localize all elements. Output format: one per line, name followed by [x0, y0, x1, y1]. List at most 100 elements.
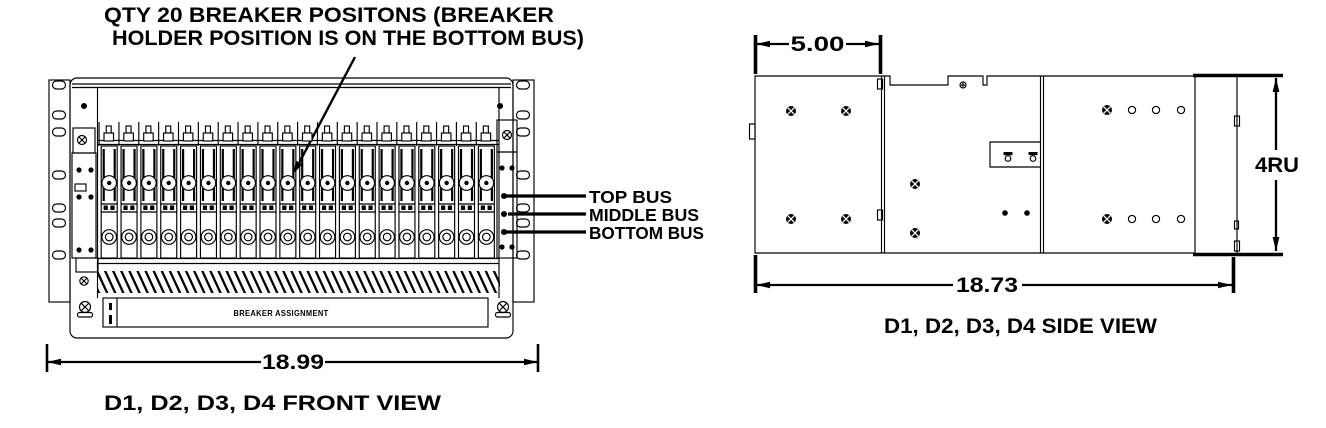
ear-slot: [515, 80, 531, 90]
vent-slat: [298, 271, 311, 293]
height-value: 4RU: [1255, 153, 1299, 177]
note-leader-line: [296, 56, 357, 166]
phillips-screw: [1102, 214, 1112, 224]
breaker-unit: [416, 122, 436, 259]
dim-arrow-right-icon: [524, 358, 538, 366]
vent-slat: [354, 271, 368, 293]
breaker-unit: [197, 122, 218, 259]
vent-slat: [395, 271, 409, 293]
vent-slat: [435, 271, 449, 293]
vent-slat: [144, 271, 158, 293]
breaker-unit: [356, 122, 376, 259]
front-width-dimension: 18.99: [45, 344, 540, 374]
vent-slat: [98, 271, 109, 293]
label-strip-text: BREAKER ASSIGNMENT: [234, 308, 329, 318]
vent-slat: [484, 271, 498, 293]
phillips-screw: [910, 228, 920, 238]
vent-slat: [411, 271, 425, 293]
ear-slot: [51, 127, 67, 137]
vent-slat: [176, 271, 190, 293]
vent-hole: [1127, 214, 1137, 224]
breaker-unit: [118, 122, 138, 259]
breaker-unit: [475, 122, 495, 259]
breaker-unit: [138, 122, 158, 259]
vent-slat: [330, 271, 344, 293]
ear-slot: [51, 250, 67, 260]
faceplate-screw: [497, 103, 503, 109]
side-hole-rows: [1127, 105, 1186, 224]
vent-slat: [322, 271, 336, 293]
front-width-value: 18.99: [262, 350, 324, 374]
ear-slot: [51, 203, 67, 213]
vent-slat: [128, 271, 141, 293]
vent-slat: [111, 271, 125, 293]
vent-hole: [1151, 105, 1161, 115]
breaker-unit: [158, 122, 178, 259]
phillips-screw: [841, 214, 851, 224]
phillips-screw: [1102, 105, 1112, 115]
breaker-unit: [217, 122, 237, 259]
height-dimension: 4RU: [1193, 73, 1299, 257]
vent-hole: [1176, 214, 1186, 224]
phillips-screw: [841, 106, 851, 116]
left-end-module: [71, 127, 99, 286]
side-view-caption: D1, D2, D3, D4 SIDE VIEW: [884, 314, 1158, 338]
vent-hatch: [98, 271, 500, 293]
vent-slat: [257, 271, 271, 293]
breaker-unit: [297, 122, 317, 259]
dim-arrow-left-icon: [47, 358, 61, 366]
phillips-screw: [786, 214, 796, 224]
side-body-outline: [754, 75, 1196, 254]
note-line-1: QTY 20 BREAKER POSITONS (BREAKER: [104, 4, 554, 27]
side-screws: [786, 105, 1112, 238]
small-screw: [959, 81, 967, 89]
vent-slat: [403, 271, 417, 293]
vent-slat: [160, 271, 174, 293]
left-rack-ear: [48, 79, 71, 303]
thumbscrew: [494, 300, 512, 318]
dim-arrow-down-icon: [1272, 237, 1280, 251]
ear-slot: [51, 110, 67, 120]
vent-slat: [371, 271, 384, 293]
dim-arrow-right-icon: [1218, 281, 1232, 289]
side-view: 5.00 4RU 18.73 D1, D2, D3, D4 SIDE VIEW: [748, 32, 1299, 338]
breaker-unit: [316, 122, 337, 259]
breaker-unit: [396, 122, 416, 259]
front-section-dimension: 5.00: [753, 32, 883, 74]
vent-slat: [444, 271, 457, 293]
dim-arrow-left-icon: [756, 40, 770, 48]
front-view-caption: D1, D2, D3, D4 FRONT VIEW: [104, 391, 442, 415]
breaker-unit: [376, 122, 396, 259]
vent-slat: [225, 271, 239, 293]
vent-slat: [120, 271, 133, 293]
front-section-value: 5.00: [791, 32, 845, 56]
dim-arrow-right-icon: [865, 40, 879, 48]
vent-slat: [209, 271, 222, 293]
vent-slat: [241, 271, 255, 293]
vent-slat: [387, 271, 401, 293]
rivet: [1024, 210, 1030, 216]
breaker-unit: [257, 122, 277, 259]
vent-slat: [265, 271, 279, 293]
vent-slat: [460, 271, 473, 293]
vent-slat: [184, 271, 198, 293]
breaker-unit: [277, 122, 297, 259]
breaker-unit: [336, 122, 356, 259]
vent-slat: [168, 271, 182, 293]
ear-slot: [515, 110, 531, 120]
breaker-unit: [237, 122, 257, 259]
breaker-unit: [98, 122, 118, 259]
depth-value: 18.73: [956, 273, 1018, 297]
breaker-unit: [435, 122, 456, 259]
vent-slat: [152, 271, 166, 293]
bus-callouts: TOP BUS MIDDLE BUS BOTTOM BUS: [501, 187, 704, 243]
bottom-bus-label: BOTTOM BUS: [589, 223, 704, 243]
vent-slat: [468, 271, 482, 293]
vent-slat: [290, 271, 303, 293]
right-rack-ear: [512, 79, 535, 303]
divider-clip: [876, 209, 884, 221]
vent-hole: [1127, 105, 1137, 115]
middle-bus-label: MIDDLE BUS: [589, 205, 699, 225]
ear-slot: [51, 218, 67, 228]
